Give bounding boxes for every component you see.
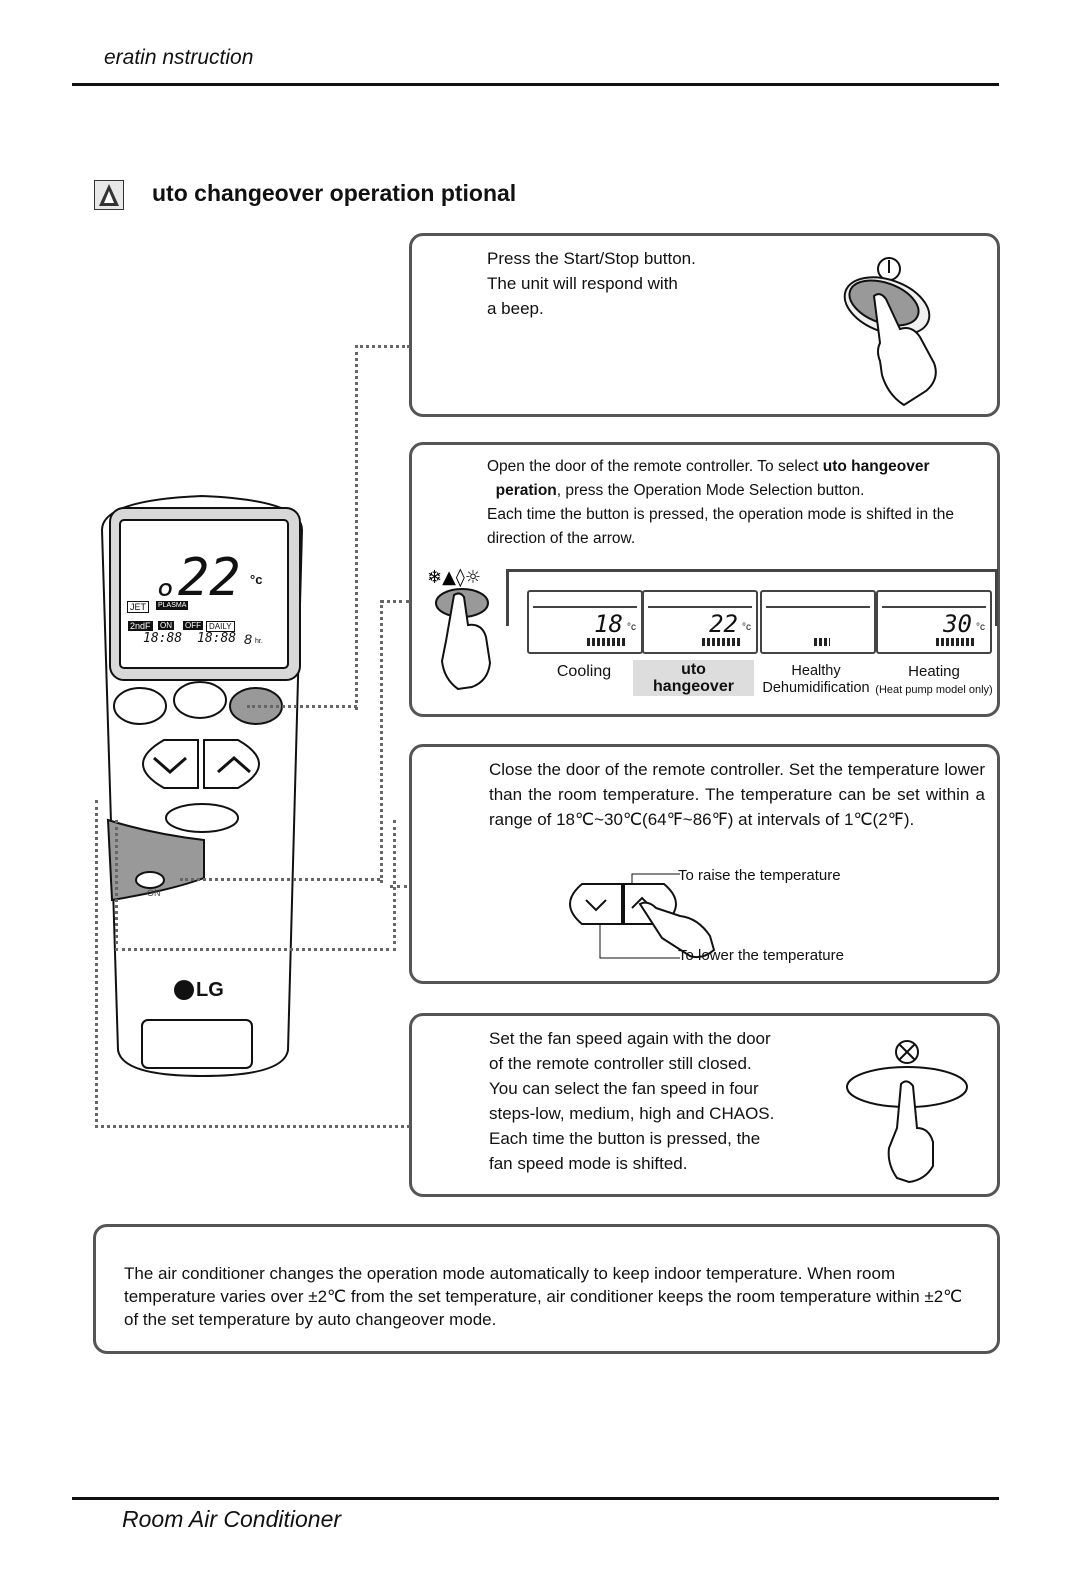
step4-box: Set the fan speed again with the door of… bbox=[409, 1013, 1000, 1197]
remote-sleep-hours: 8 bbox=[244, 631, 252, 647]
mode-display-cooling: 18°c bbox=[527, 590, 643, 654]
footer-title: Room Air Conditioner bbox=[122, 1506, 342, 1532]
remote-jet-indicator: JET bbox=[127, 601, 150, 613]
step2-text-c: Each time the button is pressed, the ope… bbox=[487, 506, 954, 547]
raise-temperature-label: To raise the temperature bbox=[678, 867, 841, 884]
connector-step2-h bbox=[180, 878, 380, 883]
step2-mode-name: uto hangeover bbox=[822, 458, 930, 475]
fan-speed-button-illustration bbox=[846, 1040, 968, 1184]
step2-mode-name-2: peration bbox=[495, 482, 557, 499]
mode-display-auto-changeover: 22°c bbox=[642, 590, 758, 654]
step3-box: Close the door of the remote controller.… bbox=[409, 744, 1000, 984]
footer-rule bbox=[72, 1497, 999, 1500]
auto-mode-icon bbox=[94, 180, 124, 210]
connector-step4 bbox=[95, 800, 410, 1128]
mode-cycle-arrow bbox=[506, 569, 998, 626]
remote-brand-logo: LG bbox=[196, 979, 224, 1001]
svg-text:❄▲◊☼: ❄▲◊☼ bbox=[427, 567, 481, 588]
remote-display-unit: °c bbox=[250, 572, 263, 587]
mode-display-dehumidification bbox=[760, 590, 876, 654]
remote-time-on: 18:88 bbox=[143, 631, 183, 646]
remote-daily-indicator: DAILY bbox=[206, 621, 235, 632]
mode-label-heating: Heating(Heat pump model only) bbox=[875, 663, 993, 696]
remote-o2-indicator: O bbox=[158, 580, 173, 600]
remote-off-indicator: OFF bbox=[183, 621, 203, 630]
remote-display-temp: 22 bbox=[178, 548, 241, 608]
mode-display-heating: 30°c bbox=[876, 590, 992, 654]
remote-plasma-indicator: PLASMA bbox=[156, 601, 189, 610]
page-header-title: eratin nstruction bbox=[104, 46, 254, 69]
remote-sleep-hours-unit: hr. bbox=[255, 638, 263, 645]
step2-text-a: Open the door of the remote controller. … bbox=[487, 458, 823, 475]
mode-label-cooling: Cooling bbox=[556, 663, 612, 680]
mode-label-auto-changeover: uto hangeover bbox=[633, 660, 754, 696]
step2-text-b: , press the Operation Mode Selection but… bbox=[556, 482, 865, 499]
mode-select-button-illustration: ❄▲◊☼ bbox=[427, 567, 492, 691]
connector-step2 bbox=[380, 600, 410, 883]
remote-time-off: 18:88 bbox=[197, 631, 237, 646]
mode-label-dehumidification: Healthy Dehumidification bbox=[762, 663, 870, 696]
temperature-buttons-illustration bbox=[569, 873, 716, 959]
step1-text: Press the Start/Stop button. The unit wi… bbox=[487, 249, 696, 318]
step3-text: Close the door of the remote controller.… bbox=[489, 760, 985, 829]
remote-controller-illustration bbox=[100, 494, 304, 1078]
remote-on-indicator: ON bbox=[158, 621, 174, 630]
start-stop-button-illustration bbox=[843, 257, 937, 407]
section-title: uto changeover operation ptional bbox=[152, 180, 517, 206]
note-text: The air conditioner changes the operatio… bbox=[124, 1264, 963, 1329]
note-box: The air conditioner changes the operatio… bbox=[93, 1224, 1000, 1354]
remote-2ndf-indicator: 2ndF bbox=[128, 621, 153, 631]
lower-temperature-label: To lower the temperature bbox=[678, 947, 844, 964]
step4-text: Set the fan speed again with the door of… bbox=[489, 1029, 775, 1173]
connector-step1 bbox=[355, 345, 410, 710]
remote-on-label: ON bbox=[147, 888, 161, 898]
connector-step1-h bbox=[247, 705, 357, 710]
header-rule bbox=[72, 83, 999, 86]
step1-box: Press the Start/Stop button. The unit wi… bbox=[409, 233, 1000, 417]
connector-step3-h bbox=[390, 885, 407, 890]
